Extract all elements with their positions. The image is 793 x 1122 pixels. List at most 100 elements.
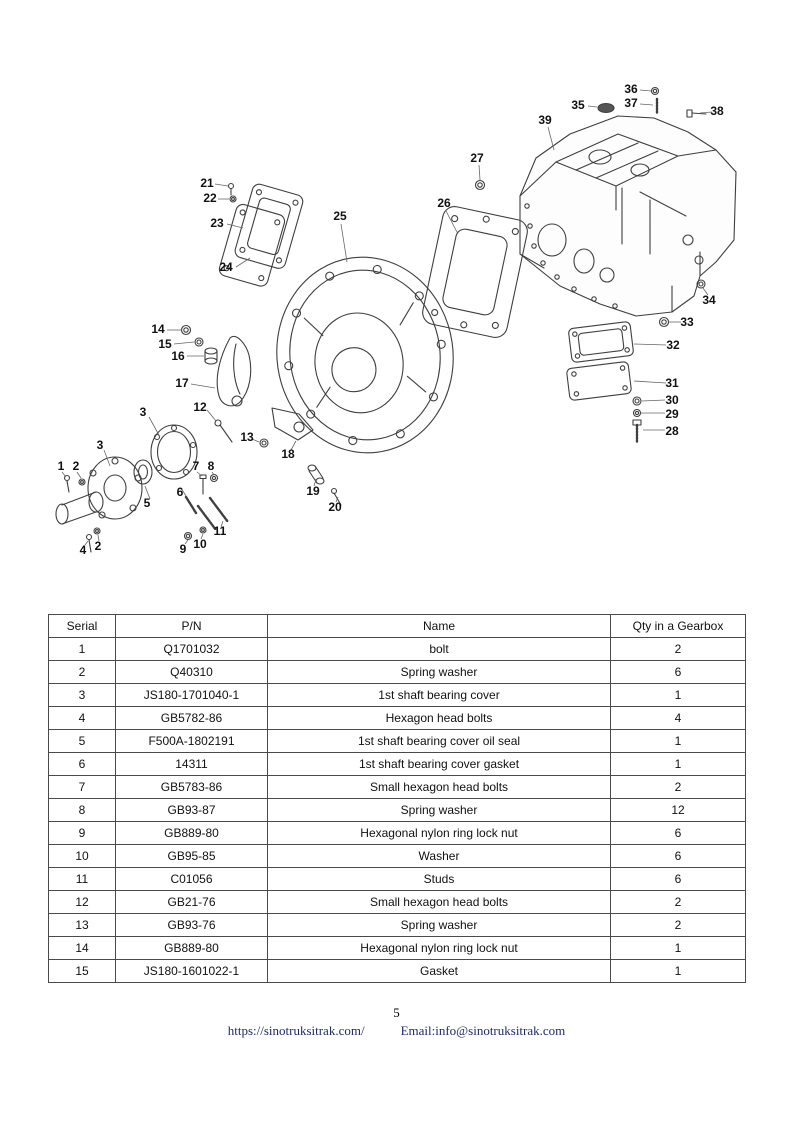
table-cell: 1st shaft bearing cover <box>267 683 611 707</box>
column-header: Qty in a Gearbox <box>610 614 746 638</box>
table-cell: 6 <box>610 867 746 891</box>
callout-6: 6 <box>176 485 184 499</box>
table-cell: 1 <box>48 637 116 661</box>
table-cell: 3 <box>48 683 116 707</box>
table-cell: Hexagonal nylon ring lock nut <box>267 821 611 845</box>
table-cell: 13 <box>48 913 116 937</box>
table-cell: 1 <box>610 936 746 960</box>
callout-4: 4 <box>79 543 87 557</box>
callout-14: 14 <box>151 322 165 336</box>
callout-19: 19 <box>306 484 320 498</box>
callout-7: 7 <box>192 459 200 473</box>
callout-16: 16 <box>171 349 185 363</box>
table-cell: JS180-1601022-1 <box>115 959 268 983</box>
callout-15: 15 <box>158 337 172 351</box>
callout-20: 20 <box>328 500 342 514</box>
callout-2: 2 <box>94 539 102 553</box>
callout-24: 24 <box>219 260 233 274</box>
callout-11: 11 <box>213 524 227 538</box>
callout-30: 30 <box>665 393 679 407</box>
table-cell: Washer <box>267 844 611 868</box>
table-cell: GB889-80 <box>115 936 268 960</box>
column-header: P/N <box>115 614 268 638</box>
table-cell: 9 <box>48 821 116 845</box>
table-cell: GB95-85 <box>115 844 268 868</box>
column-header: Name <box>267 614 611 638</box>
table-cell: Hexagon head bolts <box>267 706 611 730</box>
table-cell: 15 <box>48 959 116 983</box>
callout-39: 39 <box>538 113 552 127</box>
table-cell: Spring washer <box>267 798 611 822</box>
table-cell: C01056 <box>115 867 268 891</box>
table-cell: Small hexagon head bolts <box>267 890 611 914</box>
page-footer: 5 https://sinotruksitrak.com/ Email:info… <box>0 1005 793 1039</box>
column-header: Serial <box>48 614 116 638</box>
table-cell: 6 <box>610 660 746 684</box>
email-link[interactable]: Email:info@sinotruksitrak.com <box>400 1023 566 1038</box>
website-link[interactable]: https://sinotruksitrak.com/ <box>227 1023 365 1038</box>
callout-9: 9 <box>179 542 187 556</box>
callout-29: 29 <box>665 407 679 421</box>
callout-5: 5 <box>143 496 151 510</box>
table-cell: GB93-87 <box>115 798 268 822</box>
table-cell: 4 <box>610 706 746 730</box>
callout-28: 28 <box>665 424 679 438</box>
table-cell: 6 <box>48 752 116 776</box>
callout-37: 37 <box>624 96 638 110</box>
callout-33: 33 <box>680 315 694 329</box>
table-cell: 14311 <box>115 752 268 776</box>
table-cell: 4 <box>48 706 116 730</box>
table-cell: 7 <box>48 775 116 799</box>
table-cell: 8 <box>48 798 116 822</box>
table-cell: Gasket <box>267 959 611 983</box>
table-cell: 12 <box>48 890 116 914</box>
callout-3: 3 <box>96 438 104 452</box>
footer-links: https://sinotruksitrak.com/ Email:info@s… <box>0 1022 793 1039</box>
table-cell: 14 <box>48 936 116 960</box>
table-cell: 1 <box>610 752 746 776</box>
table-cell: GB5783-86 <box>115 775 268 799</box>
callout-10: 10 <box>193 537 207 551</box>
table-cell: 1st shaft bearing cover oil seal <box>267 729 611 753</box>
table-cell: Spring washer <box>267 660 611 684</box>
table-cell: GB5782-86 <box>115 706 268 730</box>
table-cell: 6 <box>610 821 746 845</box>
callout-3: 3 <box>139 405 147 419</box>
table-cell: Small hexagon head bolts <box>267 775 611 799</box>
table-cell: GB93-76 <box>115 913 268 937</box>
table-cell: GB21-76 <box>115 890 268 914</box>
callout-27: 27 <box>470 151 484 165</box>
table-cell: Q40310 <box>115 660 268 684</box>
callout-17: 17 <box>175 376 189 390</box>
gearbox-diagram-art <box>55 86 737 553</box>
callout-32: 32 <box>666 338 680 352</box>
callout-21: 21 <box>200 176 214 190</box>
callout-1: 1 <box>57 459 65 473</box>
table-cell: 5 <box>48 729 116 753</box>
table-cell: F500A-1802191 <box>115 729 268 753</box>
table-cell: 2 <box>610 637 746 661</box>
callout-2: 2 <box>72 459 80 473</box>
table-cell: 1 <box>610 959 746 983</box>
callout-23: 23 <box>210 216 224 230</box>
callout-8: 8 <box>207 459 215 473</box>
table-cell: 1st shaft bearing cover gasket <box>267 752 611 776</box>
callout-26: 26 <box>437 196 451 210</box>
